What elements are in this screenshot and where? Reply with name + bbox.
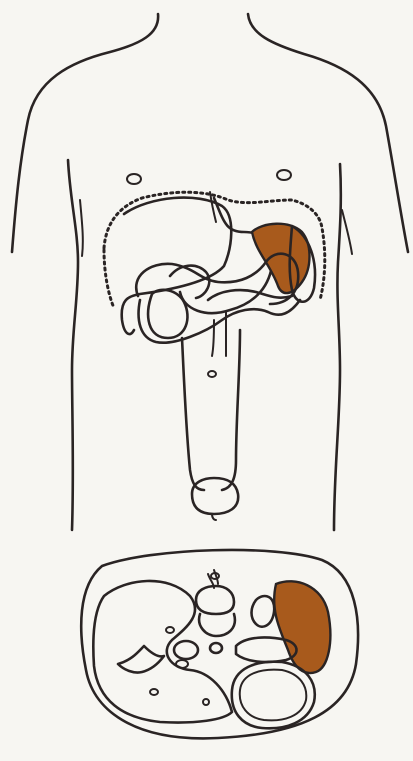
stomach-section-inner	[240, 670, 307, 721]
duodenum-loop	[148, 290, 187, 338]
vessel-circle-2	[176, 660, 188, 668]
right-nipple	[277, 170, 291, 180]
cross-section	[81, 550, 358, 738]
left-flank-line	[68, 160, 78, 530]
right-flank-line	[334, 164, 341, 530]
aorta-section	[210, 643, 222, 653]
left-arm-inner-line	[80, 200, 83, 256]
left-nipple	[127, 174, 141, 184]
right-shoulder-line	[248, 14, 408, 252]
vertebral-body	[199, 614, 235, 636]
pancreas-outline	[208, 290, 292, 300]
descending-colon-left	[182, 338, 204, 490]
navel	[208, 371, 216, 377]
right-kidney-section	[252, 596, 275, 627]
vessel-circle-4	[203, 699, 209, 705]
vertebra-top	[196, 586, 234, 614]
cross-section-spleen-highlight	[274, 581, 330, 673]
stomach-outline	[180, 198, 273, 313]
liver-hilum	[118, 646, 164, 673]
left-kidney-section	[174, 641, 198, 659]
right-arm-inner-line	[342, 210, 352, 254]
rib-margin-dotted-left-lower	[104, 250, 114, 308]
descending-colon-right	[222, 330, 240, 490]
vertebra-canal	[211, 573, 219, 579]
vessel-circle-3	[150, 689, 158, 695]
vessel-circle-1	[166, 627, 174, 633]
left-shoulder-line	[12, 14, 158, 252]
bladder-outline	[192, 478, 238, 514]
torso-outline	[12, 14, 408, 530]
abdominal-organs	[104, 192, 325, 520]
